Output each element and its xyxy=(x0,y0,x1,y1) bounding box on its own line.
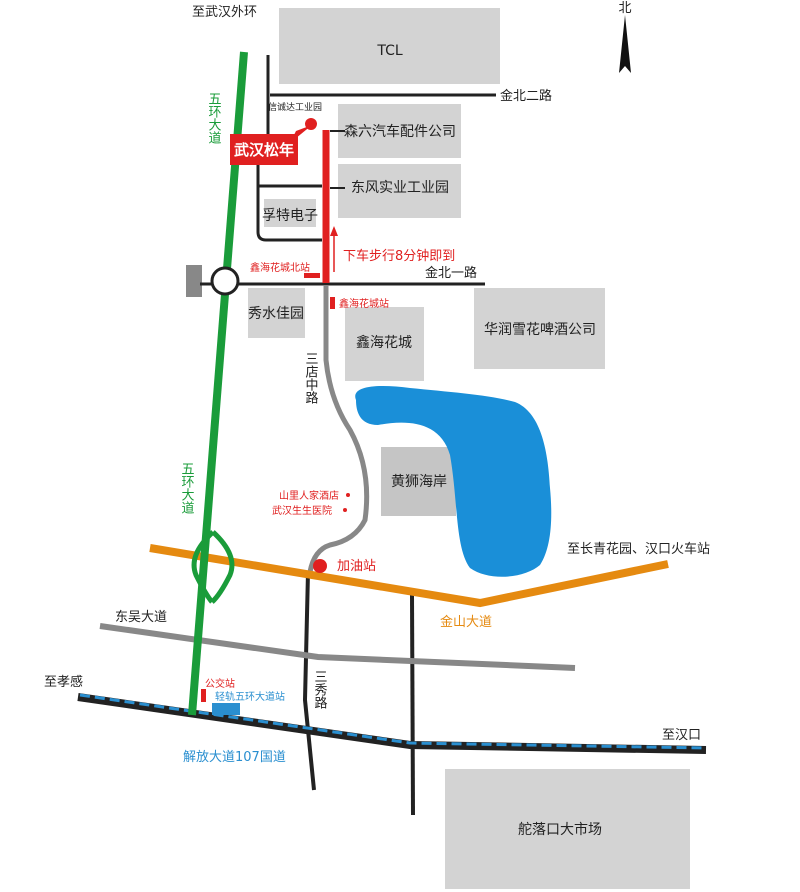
company-pin xyxy=(305,118,317,130)
label-lightrail: 轻轨五环大道站 xyxy=(215,690,285,703)
stop-marker-xinhai xyxy=(330,297,335,309)
label-to-changqing: 至长青花园、汉口火车站 xyxy=(567,541,710,557)
compass-label: 北 xyxy=(618,1,631,16)
light-rail-line xyxy=(79,693,707,750)
label-jinbei-1st: 金北一路 xyxy=(425,265,477,281)
hospital-dot xyxy=(343,508,347,512)
block-xinhai xyxy=(345,307,424,381)
label-tuoluokou: 舵落口大市场 xyxy=(518,821,602,838)
label-xinhai: 鑫海花城 xyxy=(356,334,412,351)
label-dongwu: 东吴大道 xyxy=(115,610,167,625)
label-fute: 孚特电子 xyxy=(262,208,318,224)
sandian-middle-road xyxy=(307,285,370,573)
light-rail-stop-marker xyxy=(212,703,240,715)
local-road-loop xyxy=(256,142,322,242)
label-jiefang: 解放大道107国道 xyxy=(183,750,286,765)
gas-station-pin xyxy=(313,559,327,573)
label-stop-north: 鑫海花城北站 xyxy=(250,261,310,274)
label-dongfeng: 东风实业工业园 xyxy=(351,180,449,196)
label-walk: 下车步行8分钟即到 xyxy=(343,248,455,264)
company-name: 武汉松年 xyxy=(234,141,294,159)
block-ring-structure xyxy=(186,265,202,297)
label-to-xiaogan: 至孝感 xyxy=(44,674,83,690)
walk-arrow-head xyxy=(330,226,338,236)
wuhuan-interchange-right xyxy=(210,530,235,604)
label-bus: 公交站 xyxy=(205,677,235,690)
jiefang-avenue xyxy=(77,693,707,754)
label-xincheng: 信诚达工业园 xyxy=(268,101,322,113)
label-jinshan: 金山大道 xyxy=(440,614,492,630)
north-south-road-east xyxy=(410,594,415,816)
label-hospital: 武汉生生医院 xyxy=(272,504,332,517)
label-gas: 加油站 xyxy=(337,559,376,574)
company-pointer xyxy=(290,125,312,143)
label-senliu: 森六汽车配件公司 xyxy=(344,123,456,140)
label-hotel: 山里人家酒店 xyxy=(279,489,339,502)
stop-marker-north xyxy=(304,273,320,278)
label-wuhuan-bottom: 五环大道 xyxy=(179,462,195,514)
block-senliu xyxy=(338,104,461,158)
block-fute xyxy=(264,199,316,227)
block-tuoluokou xyxy=(445,769,690,889)
label-to-waihuan: 至武汉外环 xyxy=(192,5,257,20)
wuhuan-interchange-left xyxy=(191,530,215,604)
company-marker xyxy=(230,134,298,165)
label-stop-xinhai: 鑫海花城站 xyxy=(339,297,389,310)
block-huangshi xyxy=(381,447,456,516)
label-to-hankou: 至汉口 xyxy=(662,728,701,743)
dongwu-avenue xyxy=(99,623,576,671)
block-huarun xyxy=(474,288,605,369)
label-wuhuan-top: 五环大道 xyxy=(206,92,222,144)
jinshan-avenue xyxy=(149,544,669,608)
label-sandian: 三店中路 xyxy=(303,352,319,404)
label-huarun: 华润雪花啤酒公司 xyxy=(484,322,596,338)
north-arrow-icon xyxy=(619,15,631,73)
label-jinbei-2nd: 金北二路 xyxy=(500,88,552,104)
sanxiu-road xyxy=(302,571,316,791)
hotel-dot xyxy=(346,493,350,497)
label-huangshi: 黄狮海岸 xyxy=(391,473,447,490)
block-xiushui xyxy=(248,288,305,338)
label-xiushui: 秀水佳园 xyxy=(248,306,304,322)
block-dongfeng xyxy=(338,164,461,218)
roundabout xyxy=(210,266,240,296)
block-tcl xyxy=(279,8,500,84)
label-tcl: TCL xyxy=(376,43,403,59)
bus-stop-marker xyxy=(201,689,206,702)
label-sanxiu: 三秀路 xyxy=(312,670,328,709)
lake xyxy=(355,385,552,577)
